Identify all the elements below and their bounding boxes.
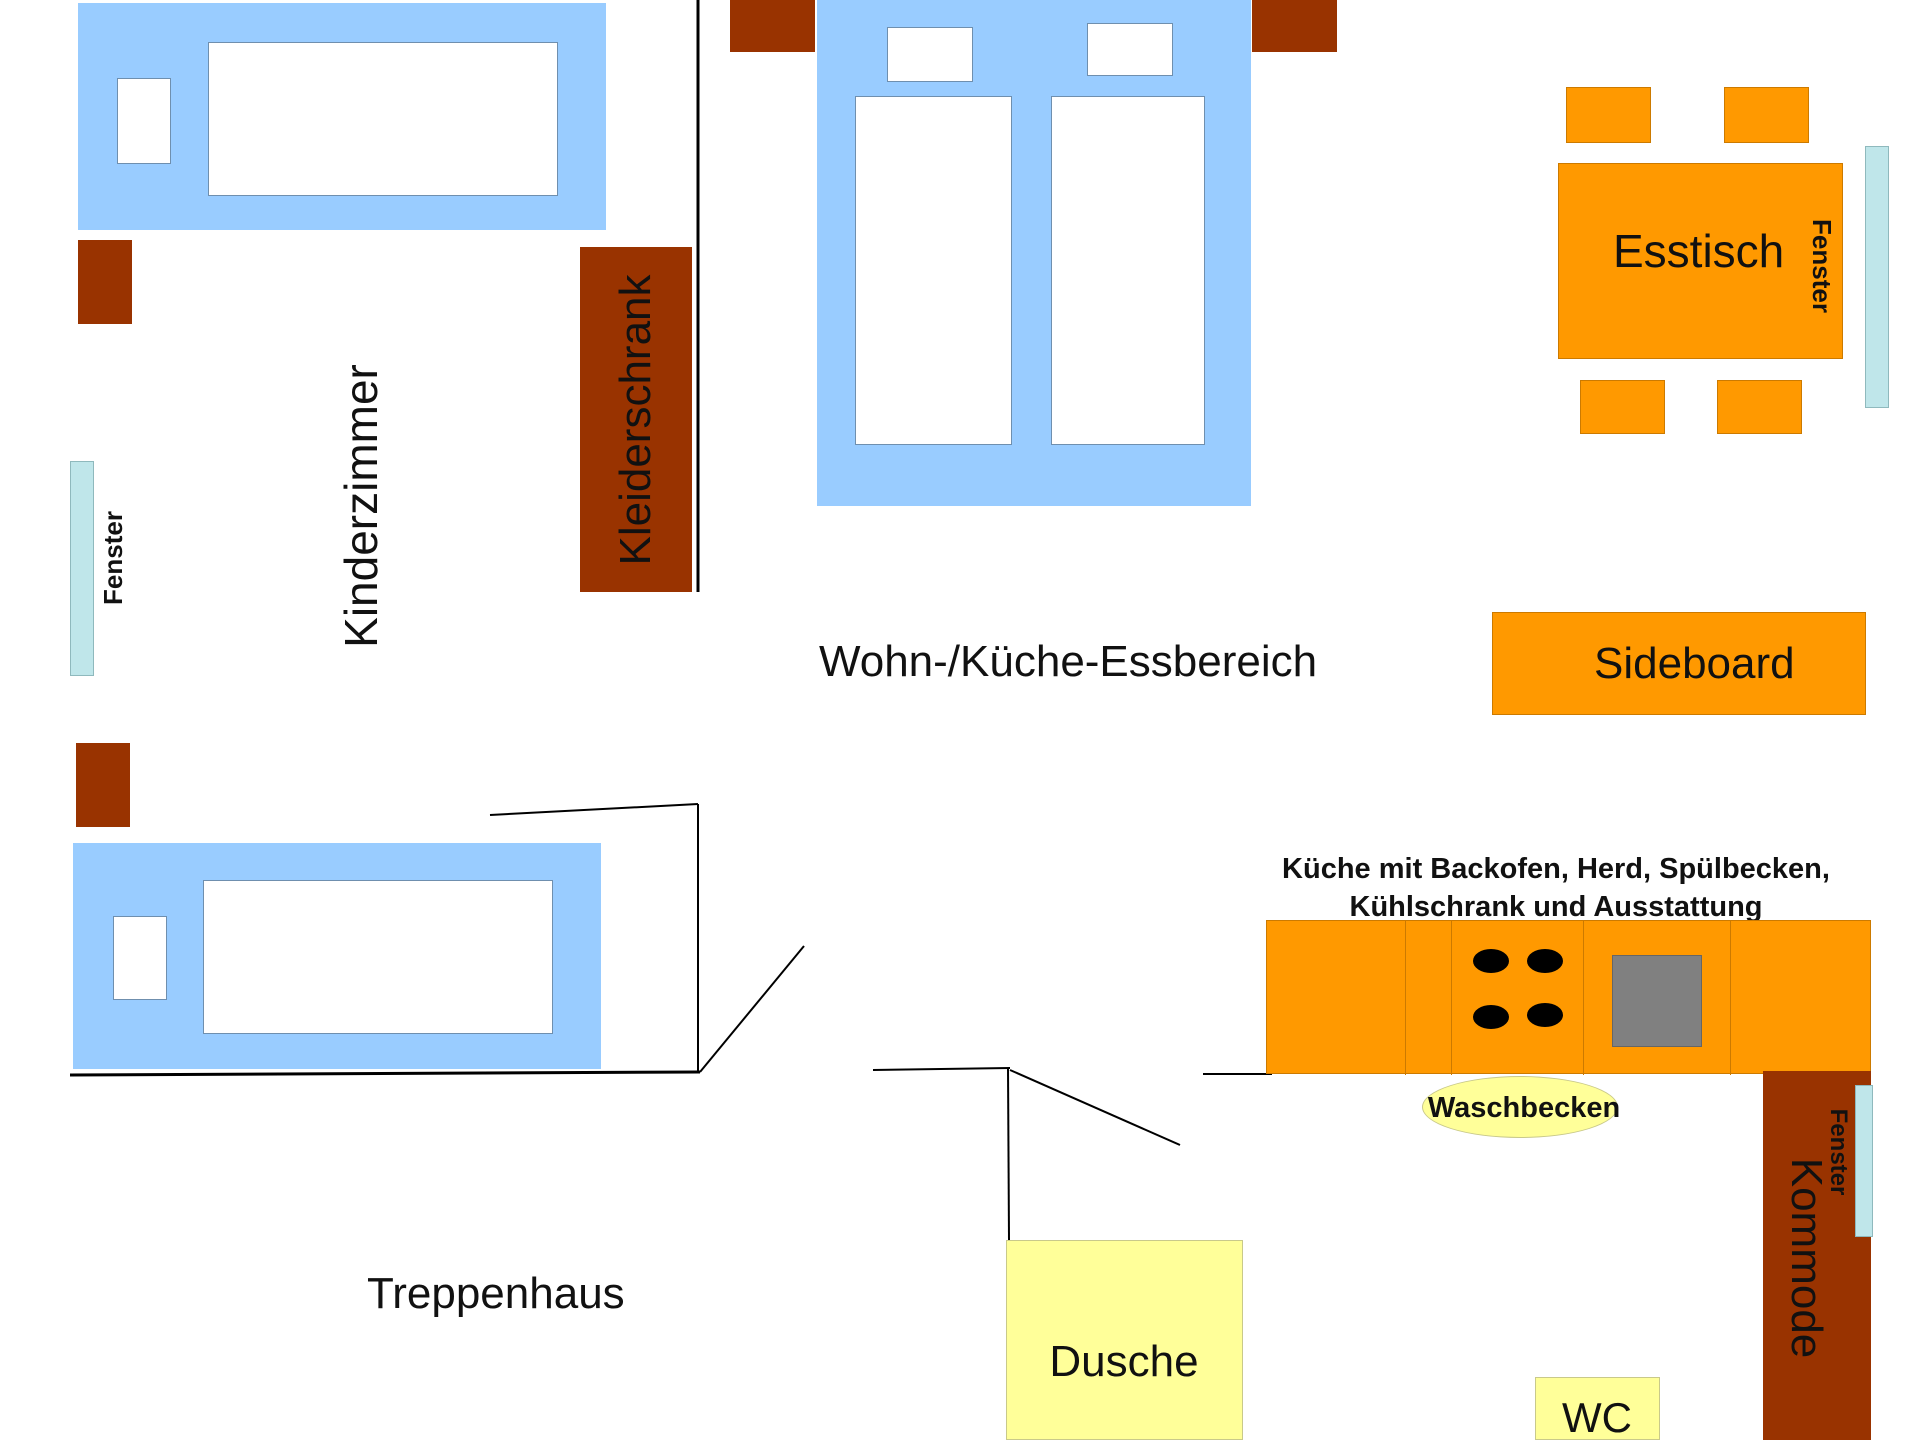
toilet-label: WC	[1562, 1394, 1632, 1441]
mattress	[208, 42, 558, 196]
washbasin-label: Waschbecken	[1427, 1092, 1621, 1124]
sink	[1612, 955, 1702, 1047]
wall-segment	[489, 803, 699, 816]
shower-label: Dusche	[1049, 1337, 1199, 1386]
nightstand	[78, 240, 132, 324]
stove-burner	[1473, 949, 1509, 973]
window-right-bottom-label: Fenster	[1825, 1108, 1852, 1196]
wall-segment	[872, 1067, 1011, 1071]
chair	[1724, 87, 1809, 143]
pillow	[113, 916, 167, 1000]
chair	[1580, 380, 1665, 434]
washbasin	[1422, 1076, 1618, 1138]
nightstand	[76, 743, 130, 827]
kitchen-label-line2: Kühlschrank und Ausstattung	[1349, 891, 1763, 923]
nightstand	[730, 0, 815, 52]
bed-top	[78, 3, 606, 230]
mattress	[1051, 96, 1205, 445]
chair	[1566, 87, 1651, 143]
door-swing	[699, 945, 805, 1073]
window-left	[70, 461, 94, 676]
kitchen-label-line1: Küche mit Backofen, Herd, Spülbecken,	[1282, 853, 1830, 885]
sideboard-label: Sideboard	[1594, 639, 1795, 688]
pillow	[887, 27, 973, 82]
mattress	[203, 880, 553, 1034]
pillow	[1087, 23, 1173, 76]
toilet	[1535, 1377, 1660, 1440]
bed-bottom	[73, 843, 601, 1069]
mattress	[855, 96, 1012, 445]
pillow	[117, 78, 171, 164]
dresser-label: Kommode	[1782, 1157, 1831, 1359]
counter-divider	[1730, 921, 1731, 1075]
room-label-kinderzimmer: Kinderzimmer	[335, 364, 387, 648]
stove-burner	[1473, 1005, 1509, 1029]
wall-bottom-left	[69, 1070, 701, 1077]
wardrobe	[580, 247, 692, 592]
chair	[1717, 380, 1802, 434]
dining-table-label: Esstisch	[1613, 225, 1785, 277]
window-right-top	[1865, 146, 1889, 408]
window-right-top-label: Fenster	[1807, 219, 1837, 313]
stove-burner	[1527, 1003, 1563, 1027]
dresser	[1763, 1071, 1871, 1440]
counter-divider	[1405, 921, 1406, 1075]
sideboard	[1492, 612, 1866, 715]
shower	[1006, 1240, 1243, 1440]
room-label-treppenhaus: Treppenhaus	[367, 1269, 625, 1318]
counter-divider	[1583, 921, 1584, 1075]
dining-table	[1558, 163, 1843, 359]
door-swing-bath	[1009, 1069, 1181, 1146]
wall-bath-left	[1007, 1067, 1010, 1241]
counter-divider	[1451, 921, 1452, 1075]
window-right-bottom	[1855, 1085, 1873, 1237]
window-left-label: Fenster	[98, 511, 128, 605]
double-bed	[817, 0, 1251, 506]
stove-burner	[1527, 949, 1563, 973]
wardrobe-label: Kleiderschrank	[611, 274, 660, 566]
kitchen-counter	[1266, 920, 1871, 1075]
room-label-wohnbereich: Wohn-/Küche-Essbereich	[819, 637, 1318, 686]
nightstand	[1252, 0, 1337, 52]
